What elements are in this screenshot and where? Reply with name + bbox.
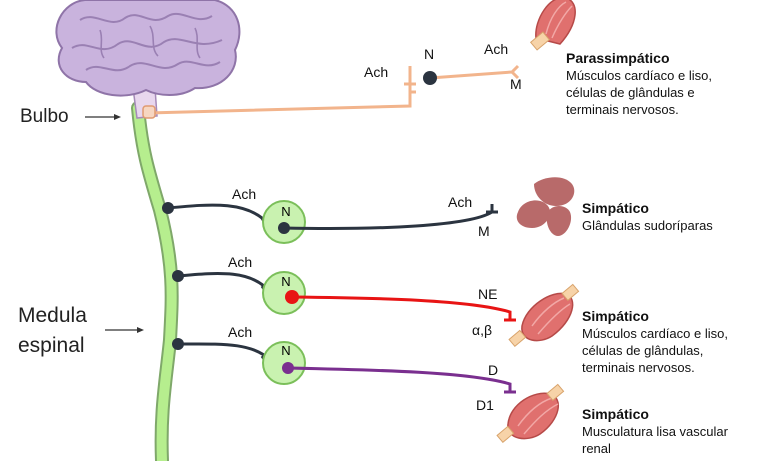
para-title: Parassimpático [566,50,670,66]
symp1-target-receptor: M [478,223,490,239]
sympathetic-pathway-1 [162,200,498,244]
para-ganglion-receptor: N [424,46,435,62]
symp2-desc-line-2: células de glândulas, [582,343,704,358]
sympathetic-target-muscle-3 [496,383,565,444]
bulbo-arrow [85,114,121,120]
para-description: Parassimpático Músculos cardíaco e liso,… [566,50,712,118]
para-pre-transmitter: Ach [364,64,389,80]
para-desc-line-3: terminais nervosos. [566,102,679,117]
symp2-pre-transmitter: Ach [228,254,253,270]
symp2-title: Simpático [582,308,649,324]
para-post-transmitter: Ach [484,41,509,57]
symp3-desc-line-2: renal [582,441,611,456]
ganglion-receptor-label-3: N [281,343,290,358]
para-desc-line-1: Músculos cardíaco e liso, [566,68,712,83]
symp2-post-transmitter: NE [478,286,498,302]
medula-label-line1: Medula [18,304,87,327]
symp3-desc-line-1: Musculatura lisa vascular [582,424,728,439]
symp3-target-receptor: D1 [476,397,494,413]
symp2-desc-line-1: Músculos cardíaco e liso, [582,326,728,341]
parasympathetic-target-muscle [529,0,576,51]
medula-arrow [105,327,144,333]
symp2-desc-line-3: terminais nervosos. [582,360,695,375]
symp3-pre-transmitter: Ach [228,324,253,340]
bulbo-label: Bulbo [20,106,69,127]
parasympathetic-ganglion-neuron [423,71,437,85]
brain-illustration [55,0,241,97]
sympathetic-target-muscle-2 [508,283,580,348]
para-target-receptor: M [510,76,522,92]
symp1-pre-transmitter: Ach [232,186,257,202]
symp3-description: Simpático Musculatura lisa vascular rena… [582,406,728,457]
medula-label-line2: espinal [18,334,85,357]
symp2-description: Simpático Músculos cardíaco e liso, célu… [582,308,728,376]
symp1-desc-line-1: Glândulas sudoríparas [582,218,713,233]
symp1-title: Simpático [582,200,649,216]
ganglion-3 [262,341,306,385]
symp3-title: Simpático [582,406,649,422]
symp3-post-transmitter: D [488,362,499,378]
sweat-gland-icon [516,177,575,236]
symp1-post-transmitter: Ach [448,194,473,210]
sympathetic-pathway-3 [172,338,516,394]
para-desc-line-2: células de glândulas e [566,85,695,100]
symp1-description: Simpático Glândulas sudoríparas [582,200,713,234]
ganglion-receptor-label-1: N [281,204,290,219]
sympathetic-pathway-2 [172,270,516,322]
parasympathetic-pathway [142,64,520,119]
ganglion-receptor-label-2: N [281,274,290,289]
symp2-target-receptor: α,β [472,322,493,338]
